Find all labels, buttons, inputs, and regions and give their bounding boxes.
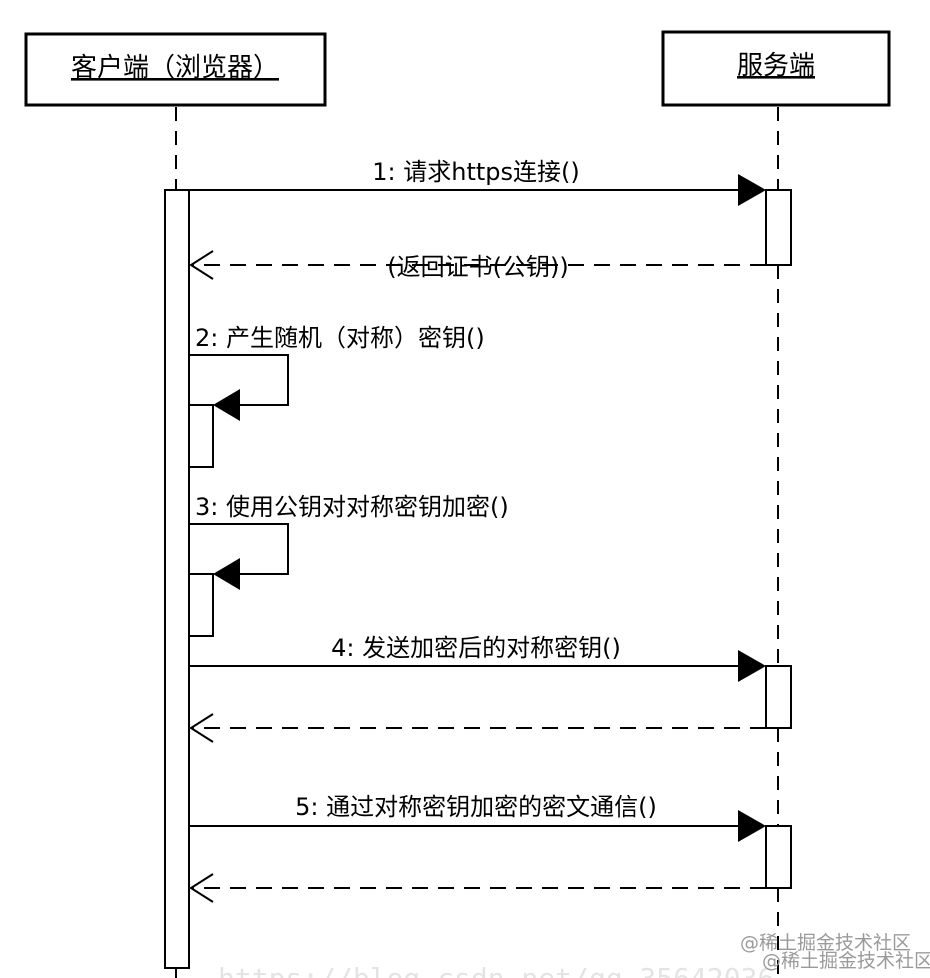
message-1-arrowhead — [738, 174, 766, 206]
juejin-watermark-1: @稀土掘金技术社区 — [740, 932, 911, 954]
message-1-return-arrowhead — [189, 250, 214, 280]
client-self-activation-2 — [188, 404, 214, 468]
message-4: 4: 发送加密后的对称密钥() — [189, 634, 766, 682]
message-5-return-arrowhead — [189, 873, 214, 903]
message-3-line — [189, 523, 289, 575]
client-self-activation-3 — [188, 573, 214, 637]
server-activation-1 — [765, 189, 792, 266]
message-1-label: 1: 请求https连接() — [372, 158, 579, 186]
message-5-arrowhead — [738, 810, 766, 842]
message-5-label: 5: 通过对称密钥加密的密文通信() — [295, 793, 657, 821]
client-participant: 客户端（浏览器） — [24, 32, 327, 107]
juejin-watermark-2: @稀土掘金技术社区 — [762, 950, 930, 972]
message-1-return: (返回证书(公钥)) — [189, 250, 766, 281]
message-3: 3: 使用公钥对对称密钥加密() — [189, 493, 509, 590]
message-1: 1: 请求https连接() — [189, 158, 766, 206]
server-activation-4 — [765, 665, 792, 729]
message-2-label: 2: 产生随机（对称）密钥() — [195, 324, 485, 352]
message-3-label: 3: 使用公钥对对称密钥加密() — [195, 493, 509, 521]
client-participant-label: 客户端（浏览器） — [71, 53, 279, 83]
server-participant: 服务端 — [661, 30, 891, 107]
url-watermark: https://blog.csdn.net/qq_35642036 — [218, 962, 774, 978]
message-5-return — [189, 873, 766, 903]
message-2: 2: 产生随机（对称）密钥() — [189, 324, 485, 421]
message-3-arrowhead — [213, 558, 240, 590]
message-4-return-arrowhead — [189, 713, 214, 743]
server-activation-5 — [765, 825, 792, 889]
server-participant-label: 服务端 — [737, 51, 815, 81]
message-2-arrowhead — [213, 389, 240, 421]
message-2-line — [189, 354, 289, 406]
server-participant-box — [661, 30, 891, 107]
message-4-label: 4: 发送加密后的对称密钥() — [331, 634, 621, 662]
client-activation — [164, 189, 190, 969]
client-participant-box — [24, 32, 327, 107]
message-4-return — [189, 713, 766, 743]
message-1-return-label: (返回证书(公钥)) — [387, 253, 568, 281]
message-4-arrowhead — [738, 650, 766, 682]
message-5: 5: 通过对称密钥加密的密文通信() — [189, 793, 766, 842]
